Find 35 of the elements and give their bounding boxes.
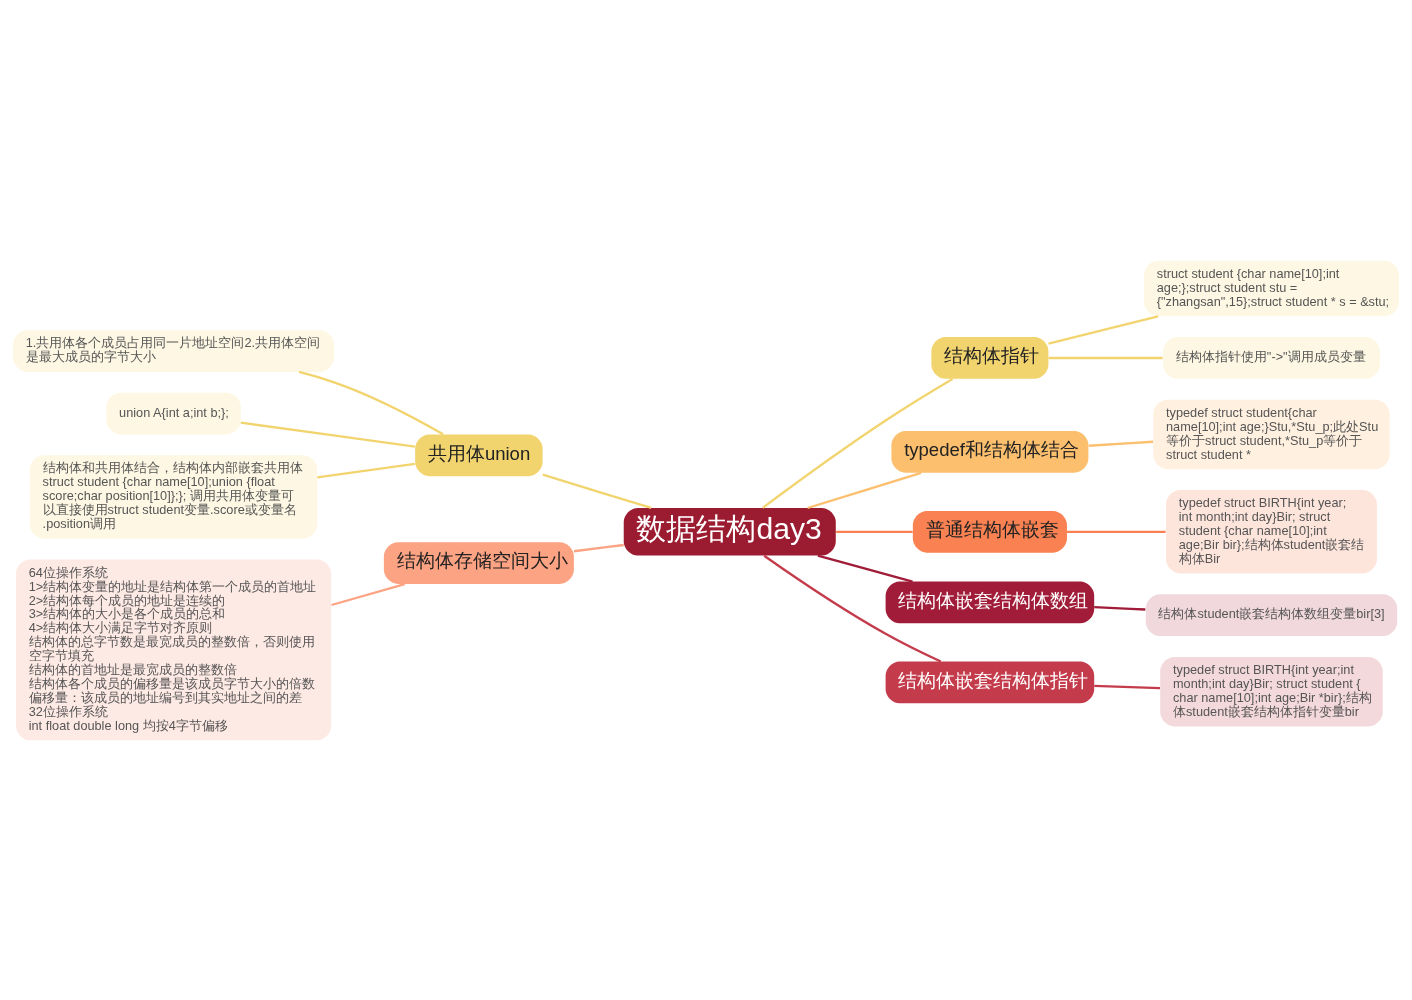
node-box: 结构体嵌套结构体数组 [885,581,1095,623]
connector [763,554,942,663]
connector [240,421,415,448]
node-box: 结构体指针 [931,336,1049,379]
node-box: typedef和结构体结合 [891,430,1089,473]
connector [836,530,913,533]
node-box: 结构体和共用体结合，结构体内部嵌套共用体struct student {char name[10];union {float score;char position[10]};}; 调用共用体变量可以直接使用struct student变量.score或变量名.position调用 [29,454,318,539]
node-box: 普通结构体嵌套 [912,510,1067,553]
connector [573,543,624,552]
connector [807,471,922,509]
node-box: 结构体存储空间大小 [383,541,574,584]
node-box: 共用体union [415,433,543,476]
node-box: 结构体指针使用"->"调用成员变量 [1163,336,1380,379]
connector [1088,440,1154,447]
node-box: 结构体嵌套结构体指针 [885,661,1095,703]
node-box: typedef struct BIRTH{int year; int month;int day}Bir; struct student {char name[10];int age;Bir bir};结构体student嵌套结构体Bir [1166,489,1377,573]
node-box: 1.共用体各个成员占用同一片地址空间2.共用体空间是最大成员的字节大小 [13,329,335,372]
connector [1048,314,1159,345]
node-box: typedef struct BIRTH{int year;int month;int day}Bir; struct student { char name[10];int age;Bir *bir};结构体student嵌套结构体指针变量bir [1160,656,1383,726]
connector [317,462,415,479]
node-box: struct student {char name[10];int age;};struct student stu = {"zhangsan",15};struct student * s = &stu; [1144,260,1399,316]
node-box: 数据结构day3 [623,507,836,556]
connector [1048,356,1163,359]
connector [331,582,406,606]
connector [298,370,444,435]
connector [542,473,652,509]
connector [1094,684,1161,689]
node-box: 结构体student嵌套结构体数组变量bir[3] [1145,593,1398,636]
connector [1094,605,1146,611]
connector [762,377,954,509]
node-box: typedef struct student{char name[10];int age;}Stu,*Stu_p;此处Stu等价于struct student,*Stu_p等价于struct student * [1153,399,1390,469]
connector [1067,530,1166,533]
connector [817,554,913,583]
node-box: union A{int a;int b;}; [106,392,241,434]
node-box: 64位操作系统 1>结构体变量的地址是结构体第一个成员的首地址 2>结构体每个成员的地址是连续的 3>结构体的大小是各个成员的总和 4>结构体大小满足字节对齐原则 结构体的总字节数是最宽成员的整数倍，否则使用空字节填充 结构体的首地址是最宽成员的整数倍 结构体各个成员的偏移量是该成员字节大小的倍数 偏移量：该成员的地址编号到其实地址之间的差 32位操作系统 int float double long 均按4字节偏移 [15,559,332,740]
